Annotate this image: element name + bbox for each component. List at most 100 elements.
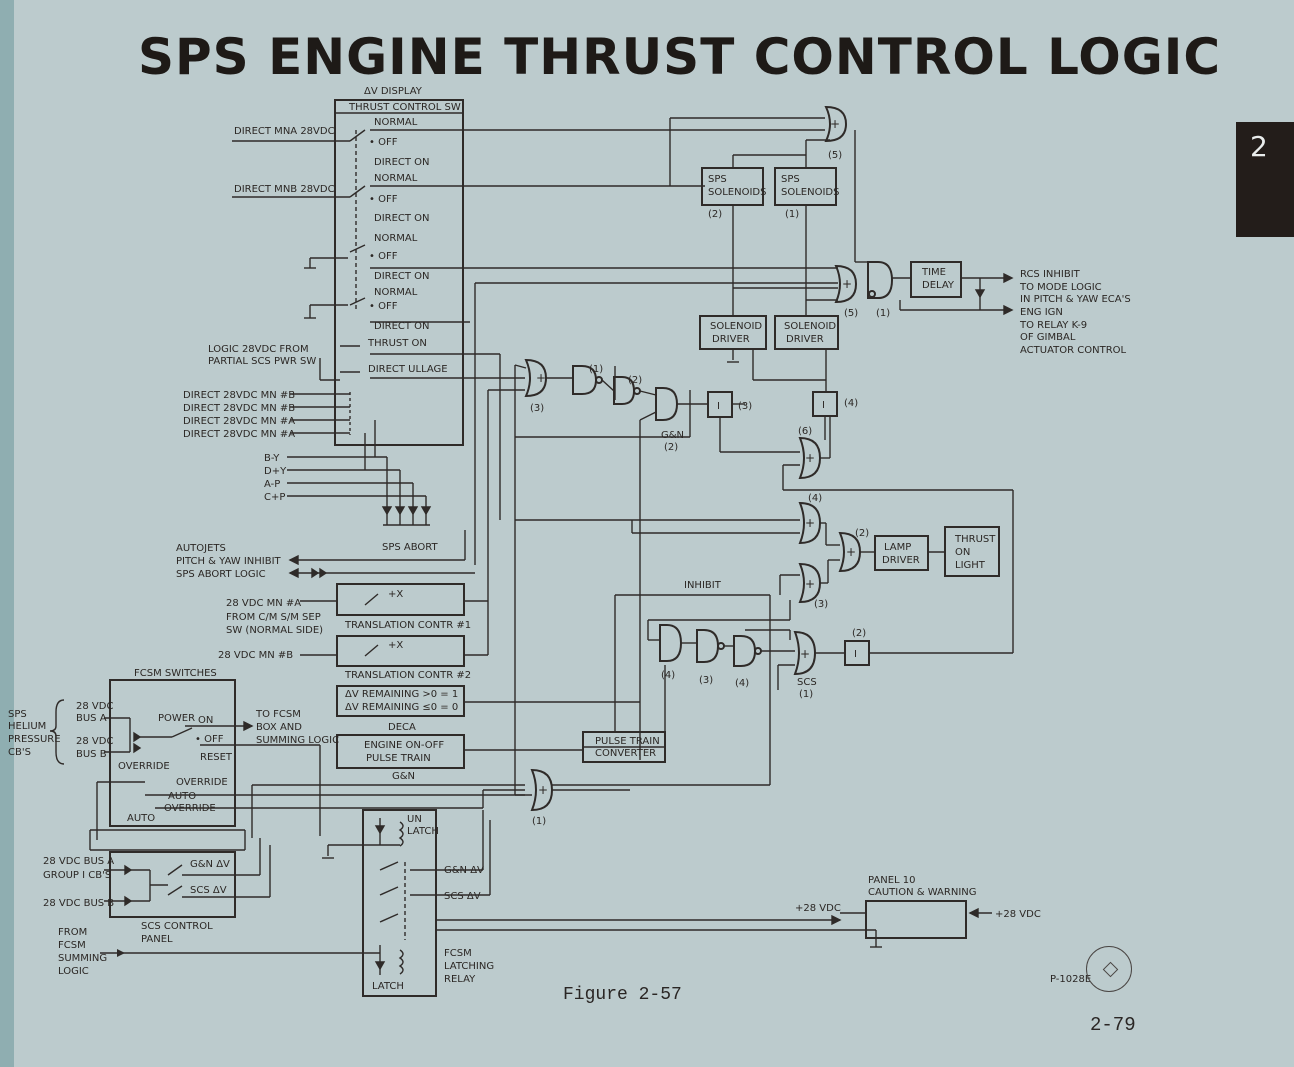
or-gate-scs bbox=[793, 630, 817, 676]
pitch-yaw-inhibit-label: PITCH & YAW INHIBIT bbox=[176, 556, 282, 567]
gate-number: (1) bbox=[876, 308, 890, 319]
on-label: ON bbox=[955, 547, 970, 558]
gate-number: (3) bbox=[530, 403, 544, 414]
summing-label: SUMMING bbox=[58, 953, 107, 964]
pulse-train-converter-label: PULSE TRAIN bbox=[595, 736, 660, 747]
thrust-control-switch-panel bbox=[334, 99, 464, 446]
gate-number: (1) bbox=[799, 689, 813, 700]
latch-label: LATCH bbox=[407, 826, 439, 837]
section-tab: 2 bbox=[1236, 122, 1294, 237]
rcs-inhibit-label: RCS INHIBIT bbox=[1020, 269, 1081, 280]
switch-normal-label: NORMAL bbox=[374, 233, 418, 244]
figure-caption: Figure 2-57 bbox=[563, 985, 682, 1005]
abort-dy-label: D+Y bbox=[264, 466, 287, 477]
switch-normal-label: NORMAL bbox=[374, 173, 418, 184]
plus-x-label: +X bbox=[388, 640, 403, 651]
direct-mna-label: DIRECT MNA 28VDC bbox=[234, 126, 335, 137]
and-gate-3 bbox=[696, 629, 720, 663]
mna-28vdc-label: 28 VDC MN #A bbox=[226, 598, 301, 609]
direct-mna-input-label: DIRECT 28VDC MN #A bbox=[183, 429, 295, 440]
gn-gate-label: G&N bbox=[661, 430, 684, 441]
direct-mna-input-label: DIRECT 28VDC MN #A bbox=[183, 416, 295, 427]
pitch-yaw-ecas-label: IN PITCH & YAW ECA'S bbox=[1020, 294, 1131, 305]
translation-contr-1-label: TRANSLATION CONTR #1 bbox=[344, 620, 471, 631]
delay-label: DELAY bbox=[922, 280, 955, 291]
gn-dv-switch-label: G&N ΔV bbox=[190, 859, 230, 870]
dv-display-label: ΔV DISPLAY bbox=[364, 86, 423, 97]
translation-contr-2-label: TRANSLATION CONTR #2 bbox=[344, 670, 471, 681]
summing-logic-label: SUMMING LOGIC bbox=[256, 735, 339, 746]
plus-sign: + bbox=[846, 545, 856, 559]
switch-off-label: • OFF bbox=[369, 251, 398, 262]
or-gate-1 bbox=[530, 768, 554, 812]
latch-coil-label: LATCH bbox=[372, 981, 404, 992]
panel-10-label: PANEL 10 bbox=[868, 875, 916, 886]
panel-label: PANEL bbox=[141, 934, 173, 945]
gate-number: (3) bbox=[738, 401, 752, 412]
gate-number: (2) bbox=[855, 528, 869, 539]
gimbal-label: OF GIMBAL bbox=[1020, 332, 1076, 343]
thrust-control-sw-label: THRUST CONTROL SW bbox=[348, 102, 461, 113]
auto-label: AUTO bbox=[127, 813, 155, 824]
scs-control-panel bbox=[109, 851, 236, 918]
inverter-box bbox=[812, 391, 838, 417]
gate-number: (5) bbox=[828, 150, 842, 161]
inverter-label: I bbox=[822, 400, 825, 411]
solenoids-label: SOLENOIDS bbox=[781, 187, 839, 198]
gate-number: (2) bbox=[628, 375, 642, 386]
plus-x-label: +X bbox=[388, 589, 403, 600]
scs-dv-output-label: SCS ΔV bbox=[444, 891, 481, 902]
direct-mnb-input-label: DIRECT 28VDC MN #B bbox=[183, 403, 295, 414]
switch-direct-on-label: DIRECT ON bbox=[374, 213, 430, 224]
fcsm-switches-panel bbox=[109, 679, 236, 827]
switch-off-label: • OFF bbox=[369, 194, 398, 205]
apollo-logistics-seal-icon bbox=[1086, 946, 1132, 992]
nand-gate-4 bbox=[733, 635, 757, 667]
fcsm-switches-label: FCSM SWITCHES bbox=[134, 668, 217, 679]
lamp-driver bbox=[874, 535, 929, 571]
plus-sign: + bbox=[805, 577, 815, 591]
plus-sign: + bbox=[805, 451, 815, 465]
or-gate-5 bbox=[824, 105, 848, 143]
auto-position-label: AUTO bbox=[168, 791, 196, 802]
on-label: ON bbox=[198, 715, 213, 726]
gate-number: (4) bbox=[661, 670, 675, 681]
bus-b-label: BUS B bbox=[76, 749, 107, 760]
plus-sign: + bbox=[800, 647, 810, 661]
switch-direct-on-label: DIRECT ON bbox=[374, 321, 430, 332]
gn-label: G&N bbox=[392, 771, 415, 782]
scs-control-panel-label: SCS CONTROL bbox=[141, 921, 213, 932]
and-gate-1 bbox=[867, 261, 894, 299]
section-number: 2 bbox=[1250, 130, 1268, 163]
driver-label: DRIVER bbox=[712, 334, 750, 345]
gate-number: (1) bbox=[589, 364, 603, 375]
gate-number: (6) bbox=[798, 426, 812, 437]
unlatch-label: UN bbox=[407, 814, 422, 825]
fcsm-latching-relay bbox=[362, 809, 437, 997]
switch-direct-on-label: DIRECT ON bbox=[374, 271, 430, 282]
panel-10-caution-warning bbox=[865, 900, 967, 939]
and-gate-4 bbox=[659, 624, 683, 662]
fcsm-label: FCSM bbox=[58, 940, 86, 951]
engine-on-off-label: ENGINE ON-OFF bbox=[364, 740, 444, 751]
or-gate-2 bbox=[838, 531, 862, 573]
bus-a-group-label: 28 VDC BUS A bbox=[43, 856, 114, 867]
or-gate-3 bbox=[798, 562, 822, 604]
binding-edge bbox=[0, 0, 14, 1067]
gate-number: (3) bbox=[814, 599, 828, 610]
inverter-box bbox=[844, 640, 870, 666]
plus-sign: + bbox=[805, 516, 815, 530]
or-gate-3 bbox=[524, 358, 548, 398]
direct-mnb-input-label: DIRECT 28VDC MN #B bbox=[183, 390, 295, 401]
gate-number: (4) bbox=[735, 678, 749, 689]
dv-remaining-gt-label: ΔV REMAINING >0 = 1 bbox=[345, 689, 458, 700]
time-delay-box bbox=[910, 261, 962, 298]
helium-label: HELIUM bbox=[8, 721, 46, 732]
inverter-label: I bbox=[854, 649, 857, 660]
sps-abort-label: SPS ABORT bbox=[382, 542, 439, 553]
inhibit-label: INHIBIT bbox=[684, 580, 722, 591]
plus-sign: + bbox=[830, 117, 840, 131]
switch-direct-on-label: DIRECT ON bbox=[374, 157, 430, 168]
